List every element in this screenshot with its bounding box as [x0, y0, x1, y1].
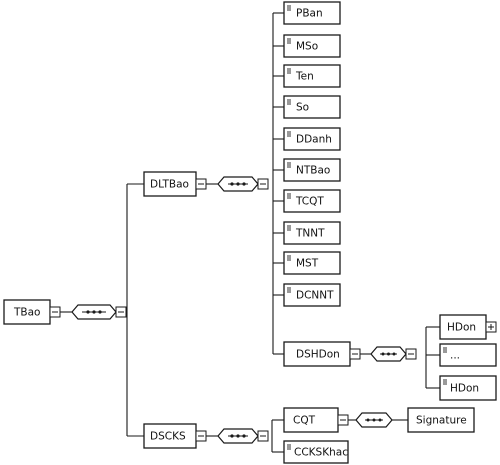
node-label: HDon	[447, 322, 476, 334]
node-ddanh[interactable]: DDanh	[283, 127, 341, 151]
node-label: DCNNT	[296, 290, 334, 302]
node-mso[interactable]: MSo	[283, 34, 341, 58]
node-label: MST	[296, 258, 319, 270]
sequence-compositor-icon[interactable]	[355, 412, 393, 428]
node-label: NTBao	[296, 165, 330, 177]
node-label: MSo	[296, 41, 318, 53]
node-label: TCQT	[295, 196, 324, 208]
node-label: PBan	[296, 8, 323, 20]
node-label: HDon	[450, 383, 479, 395]
node-tnnt[interactable]: TNNT	[283, 221, 341, 245]
connectors	[60, 12, 440, 453]
node-label: Ten	[295, 71, 314, 83]
node-label: DSCKS	[150, 431, 186, 443]
collapse-toggle-icon[interactable]	[405, 348, 417, 360]
expand-toggle-icon[interactable]	[485, 321, 497, 333]
node-hdon-bottom[interactable]: HDon	[439, 375, 497, 401]
node-mst[interactable]: MST	[283, 251, 341, 275]
node-label: DSHDon	[296, 349, 340, 361]
node-label: DLTBao	[150, 179, 189, 191]
node-dcnnt[interactable]: DCNNT	[283, 283, 341, 307]
collapse-toggle-icon[interactable]	[349, 348, 361, 360]
sequence-compositor-icon[interactable]	[217, 428, 259, 444]
sequence-compositor-icon[interactable]	[71, 304, 117, 320]
node-ccks[interactable]: CCKSKhac	[283, 440, 349, 464]
node-ten[interactable]: Ten	[283, 64, 341, 88]
sequence-compositor-icon[interactable]	[370, 346, 407, 362]
node-label: ...	[450, 350, 460, 362]
collapse-toggle-icon[interactable]	[337, 414, 349, 426]
collapse-toggle-icon[interactable]	[49, 306, 61, 318]
node-label: DDanh	[296, 134, 332, 146]
node-cqt[interactable]: CQT	[283, 407, 339, 433]
node-dshdon[interactable]: DSHDon	[283, 341, 351, 367]
collapse-toggle-icon[interactable]	[257, 178, 269, 190]
node-dscks[interactable]: DSCKS	[143, 423, 197, 449]
node-ellipsis[interactable]: ...	[439, 343, 497, 367]
node-label: CQT	[293, 415, 316, 427]
collapse-toggle-icon[interactable]	[257, 430, 269, 442]
node-hdon-top[interactable]: HDon	[439, 314, 487, 340]
node-dltbao[interactable]: DLTBao	[143, 171, 197, 197]
node-label: CCKSKhac	[294, 447, 348, 459]
collapse-toggle-icon[interactable]	[195, 178, 207, 190]
sequence-compositor-icon[interactable]	[217, 176, 259, 192]
node-label: Signature	[416, 415, 467, 427]
node-signature[interactable]: Signature	[407, 407, 475, 433]
node-pban[interactable]: PBan	[283, 1, 341, 25]
node-label: TNNT	[295, 228, 325, 240]
collapse-toggle-icon[interactable]	[115, 306, 127, 318]
node-label: TBao	[13, 307, 40, 319]
node-ntbao[interactable]: NTBao	[283, 158, 341, 182]
node-tcqt[interactable]: TCQT	[283, 189, 341, 213]
collapse-toggle-icon[interactable]	[195, 430, 207, 442]
node-label: So	[296, 102, 309, 114]
node-tbao[interactable]: TBao	[3, 299, 51, 325]
node-so[interactable]: So	[283, 95, 341, 119]
